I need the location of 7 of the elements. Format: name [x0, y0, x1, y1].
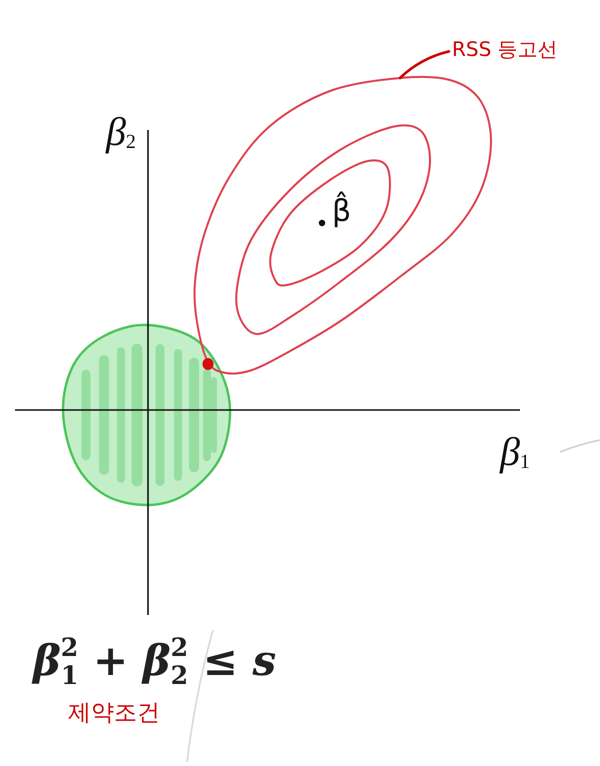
constraint-label: 제약조건 — [68, 702, 160, 725]
axis-label: β$_{1}$ — [500, 432, 530, 472]
leader-line — [398, 50, 450, 80]
estimate-label: β̂ — [332, 192, 352, 231]
callout-label: RSS 등고선 — [452, 39, 558, 59]
contour-line — [193, 76, 492, 375]
axis-label: β$_{2}$ — [106, 112, 136, 152]
